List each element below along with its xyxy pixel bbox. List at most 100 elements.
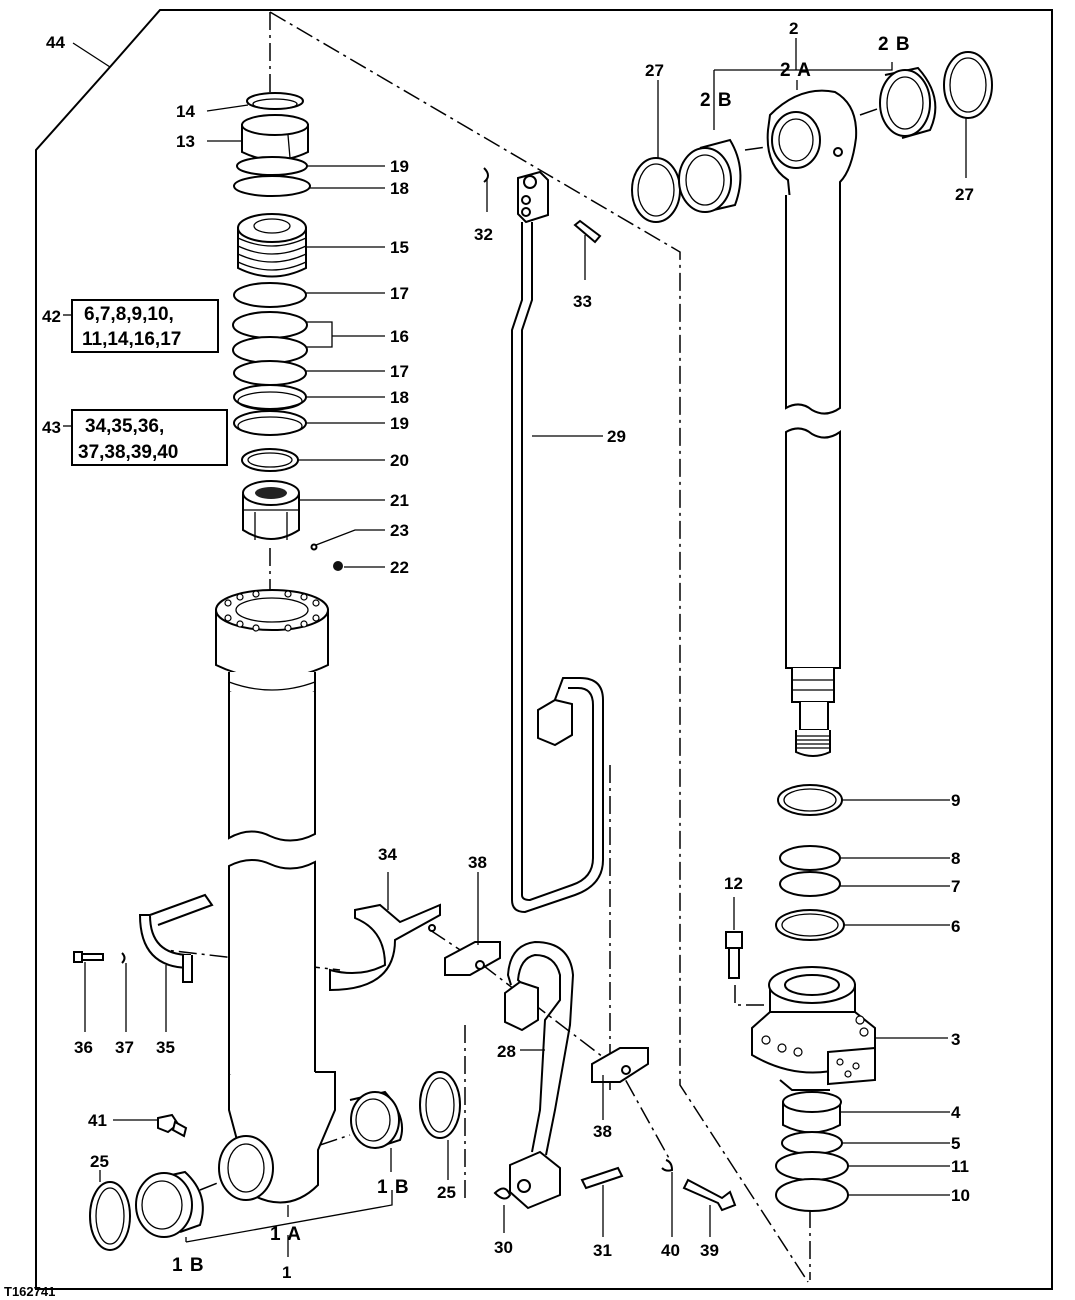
kit-42-line2: 11,14,16,17 bbox=[82, 329, 181, 350]
washer-37 bbox=[121, 952, 126, 964]
clamp-block-38-upper bbox=[444, 941, 501, 976]
callout-31: 31 bbox=[593, 1241, 612, 1260]
bushing-2B-right bbox=[879, 66, 937, 139]
ring-19-bottom bbox=[233, 410, 307, 436]
callout-1A: 1 A bbox=[270, 1224, 302, 1245]
clamp-34 bbox=[329, 903, 441, 992]
assembly-line-bushing-right bbox=[319, 1134, 351, 1146]
callout-16: 16 bbox=[390, 327, 409, 346]
callout-17-top: 17 bbox=[390, 284, 409, 303]
callout-42: 42 bbox=[42, 307, 61, 326]
callout-41: 41 bbox=[88, 1111, 107, 1130]
callout-40: 40 bbox=[661, 1241, 680, 1260]
callout-20: 20 bbox=[390, 451, 409, 470]
kit-43-line1: 34,35,36, bbox=[85, 416, 164, 437]
bushing-1B-right bbox=[349, 1090, 404, 1149]
callout-5: 5 bbox=[951, 1134, 960, 1153]
kit-42-line1: 6,7,8,9,10, bbox=[84, 304, 174, 325]
clamp-block-38-lower bbox=[591, 1047, 649, 1083]
callout-33: 33 bbox=[573, 292, 592, 311]
callout-2: 2 bbox=[789, 19, 798, 38]
assembly-line-rod bbox=[269, 11, 809, 1283]
callout-18-bottom: 18 bbox=[390, 388, 409, 407]
callout-14: 14 bbox=[176, 102, 195, 121]
bolt-39 bbox=[682, 1178, 737, 1212]
piston-15 bbox=[237, 213, 307, 278]
seal-5 bbox=[781, 1131, 843, 1155]
callout-2B-right: 2 B bbox=[878, 34, 911, 55]
ring-14 bbox=[246, 92, 304, 110]
callout-4: 4 bbox=[951, 1103, 961, 1122]
ring-17-bottom bbox=[233, 360, 307, 386]
callout-22: 22 bbox=[390, 558, 409, 577]
callout-19-top: 19 bbox=[390, 157, 409, 176]
figure-id: T162741 bbox=[4, 1284, 55, 1299]
callout-32: 32 bbox=[474, 225, 493, 244]
barrel-1 bbox=[215, 589, 336, 1204]
bolt-33 bbox=[573, 219, 602, 244]
setscrew-22 bbox=[333, 561, 343, 571]
ring-16-b bbox=[232, 336, 308, 364]
callout-36: 36 bbox=[74, 1038, 93, 1057]
callout-1: 1 bbox=[282, 1263, 291, 1282]
nut-21 bbox=[242, 480, 300, 540]
callout-28: 28 bbox=[497, 1042, 516, 1061]
head-3 bbox=[751, 966, 876, 1091]
seal-10 bbox=[775, 1178, 849, 1212]
kit-box-43 bbox=[71, 409, 228, 466]
bushing-2B-left bbox=[678, 138, 742, 213]
callout-6: 6 bbox=[951, 917, 960, 936]
fitting-41 bbox=[157, 1113, 188, 1138]
kit-box-42 bbox=[71, 299, 219, 353]
screw-12 bbox=[725, 931, 743, 979]
callout-2B-left: 2 B bbox=[700, 90, 733, 111]
assembly-line-screw-12 bbox=[734, 985, 770, 1006]
callout-27-left: 27 bbox=[645, 61, 664, 80]
callout-29: 29 bbox=[607, 427, 626, 446]
ring-6 bbox=[775, 909, 845, 941]
bushing-1B-left bbox=[135, 1170, 204, 1238]
ring-11 bbox=[775, 1151, 849, 1181]
assembly-line-rod-eye bbox=[744, 144, 781, 151]
ring-25-right bbox=[419, 1071, 461, 1139]
bolt-36 bbox=[73, 951, 104, 963]
oring-30 bbox=[493, 1187, 512, 1200]
callout-10: 10 bbox=[951, 1186, 970, 1205]
tube-29 bbox=[511, 170, 604, 914]
ring-27-left bbox=[631, 157, 681, 223]
callout-37: 37 bbox=[115, 1038, 134, 1057]
callout-17-bottom: 17 bbox=[390, 362, 409, 381]
bushing-13 bbox=[241, 114, 309, 161]
callout-25-right: 25 bbox=[437, 1183, 456, 1202]
callout-38-lower: 38 bbox=[593, 1122, 612, 1141]
callout-23: 23 bbox=[390, 521, 409, 540]
callout-25-left: 25 bbox=[90, 1152, 109, 1171]
callout-43: 43 bbox=[42, 418, 61, 437]
ring-27-right bbox=[943, 51, 993, 119]
callout-7: 7 bbox=[951, 877, 960, 896]
callout-15: 15 bbox=[390, 238, 409, 257]
assembly-line-bracket bbox=[429, 929, 671, 1161]
callout-44: 44 bbox=[46, 33, 65, 52]
callout-9: 9 bbox=[951, 791, 960, 810]
callout-39: 39 bbox=[700, 1241, 719, 1260]
ring-20 bbox=[241, 448, 299, 472]
seal-8 bbox=[779, 845, 841, 871]
kit-43-line2: 37,38,39,40 bbox=[78, 442, 178, 463]
ring-18-top bbox=[233, 175, 311, 197]
callout-1B-left: 1 B bbox=[172, 1255, 205, 1276]
tube-28 bbox=[504, 940, 575, 1210]
callout-27-right: 27 bbox=[955, 185, 974, 204]
callout-3: 3 bbox=[951, 1030, 960, 1049]
bushing-4 bbox=[782, 1091, 842, 1134]
ring-16-a bbox=[232, 311, 308, 339]
seal-9 bbox=[777, 784, 843, 816]
bolt-31 bbox=[580, 1166, 624, 1190]
callout-19-bottom: 19 bbox=[390, 414, 409, 433]
ring-17-top bbox=[233, 282, 307, 308]
callout-11: 11 bbox=[951, 1157, 969, 1176]
ring-25-left bbox=[89, 1181, 131, 1251]
callout-2A: 2 A bbox=[780, 60, 812, 81]
